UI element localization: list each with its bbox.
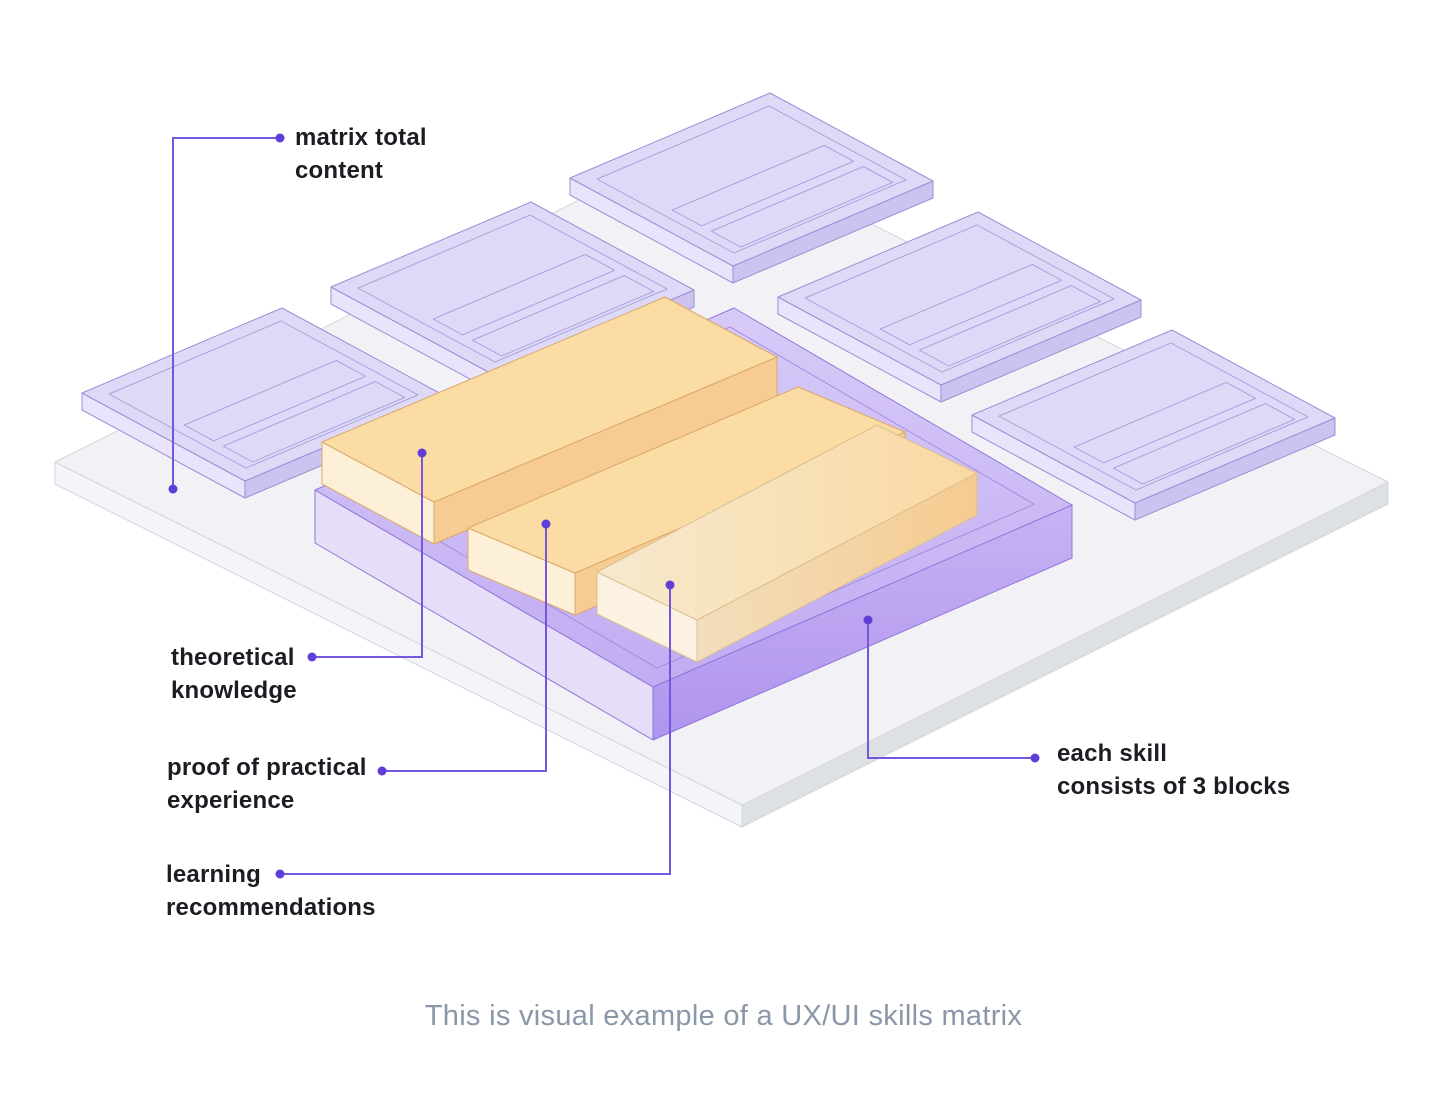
annotation-line: consists of 3 blocks <box>1057 773 1291 800</box>
connector-dot <box>541 519 551 529</box>
annotation-line: matrix total <box>295 124 427 151</box>
connector-line <box>867 620 1035 759</box>
annotation-theoretical-knowledge: theoretical knowledge <box>171 641 297 707</box>
annotation-line: theoretical <box>171 644 295 671</box>
annotation-each-skill: each skill consists of 3 blocks <box>1057 737 1290 803</box>
connector-each-skill <box>863 615 1040 763</box>
skill-tile-right <box>971 329 1336 521</box>
connector-line <box>280 585 671 875</box>
connector-dot <box>275 133 285 143</box>
connector-dot <box>168 484 178 494</box>
connector-learning-recommendations <box>275 580 675 879</box>
caption: This is visual example of a UX/UI skills… <box>424 1000 1023 1032</box>
annotation-learning-recommendations: learning recommendations <box>166 858 376 924</box>
block-theoretical-knowledge <box>321 296 778 545</box>
connector-dot <box>417 448 427 458</box>
connector-dot <box>275 869 285 879</box>
block-learning-recommendations <box>596 424 978 663</box>
annotation-line: content <box>295 157 384 184</box>
annotation-line: recommendations <box>166 894 376 921</box>
annotation-line: experience <box>167 787 295 814</box>
annotation-line: knowledge <box>171 677 297 704</box>
connector-dot <box>665 580 675 590</box>
annotation-line: each skill <box>1057 740 1168 767</box>
annotation-line: proof of practical <box>167 754 367 781</box>
connector-line <box>382 524 547 772</box>
connector-dot <box>863 615 873 625</box>
skill-tile-upper-right <box>777 211 1142 403</box>
connector-dot <box>1030 753 1040 763</box>
connector-matrix-total-content <box>168 133 285 494</box>
connector-dot <box>377 766 387 776</box>
annotation-line: learning <box>166 861 261 888</box>
annotation-matrix-total-content: matrix total content <box>295 121 427 187</box>
annotation-proof-of-practical-experience: proof of practical experience <box>167 751 367 817</box>
connector-line <box>172 137 280 489</box>
connector-line <box>312 453 423 658</box>
connector-dot <box>307 652 317 662</box>
connector-proof-of-practical-experience <box>377 519 551 776</box>
skill-tile-top <box>569 92 934 284</box>
connector-theoretical-knowledge <box>307 448 427 662</box>
